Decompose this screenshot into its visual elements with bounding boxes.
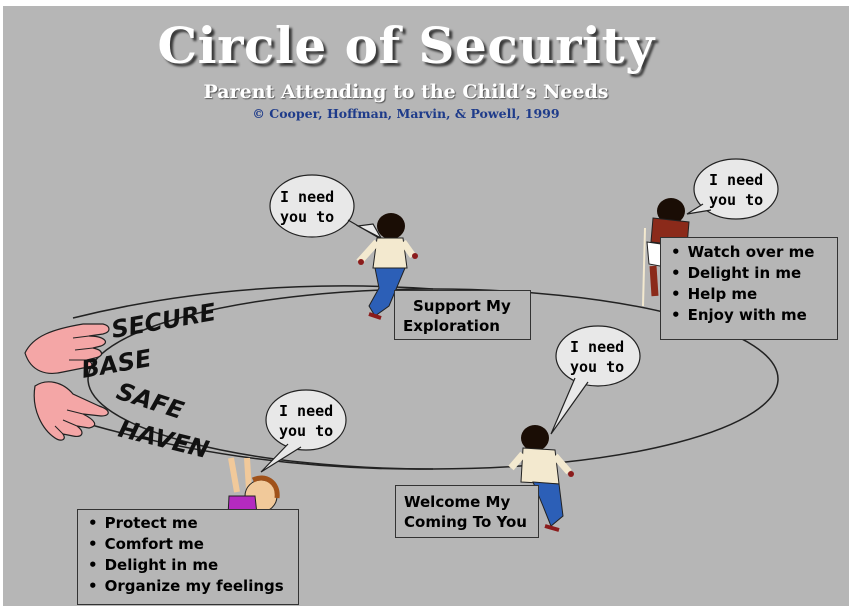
support-box-line: Exploration <box>403 317 500 335</box>
bubble-text-top-right: I need you to <box>709 170 763 210</box>
returning-child-figure <box>508 425 574 532</box>
bubble-line: you to <box>570 358 625 376</box>
support-box-line: Support My <box>413 297 511 315</box>
bubble-line: you to <box>279 422 334 440</box>
welcome-box-line: Welcome My <box>404 493 511 511</box>
bubble-top-left <box>269 174 383 240</box>
bubble-line: I need <box>570 338 625 356</box>
comfort-needs-box: •Protect me •Comfort me •Delight in me •… <box>77 509 299 605</box>
upper-hand-icon <box>24 323 110 374</box>
support-exploration-box: Support My Exploration <box>394 290 531 340</box>
diagram-art: SECURE BASE SAFE HAVEN <box>24 158 779 574</box>
bubble-text-middle-right: I need you to <box>570 337 624 377</box>
welcome-coming-box: Welcome My Coming To You <box>395 485 539 538</box>
lower-hand-icon <box>33 381 109 441</box>
bubble-line: I need <box>709 171 764 189</box>
copyright-credit: © Cooper, Hoffman, Marvin, & Powell, 199… <box>252 106 560 121</box>
bubble-bottom-left <box>260 389 347 473</box>
bubble-line: you to <box>280 208 335 226</box>
list-item: •Help me <box>671 285 758 303</box>
bubble-line: I need <box>279 402 334 420</box>
slide: SECURE BASE SAFE HAVEN <box>3 6 849 606</box>
list-item: •Delight in me <box>671 264 802 282</box>
exploration-needs-box: •Watch over me •Delight in me •Help me •… <box>660 237 838 340</box>
bubble-line: I need <box>280 188 335 206</box>
secure-label: SECURE <box>109 298 219 344</box>
list-item: •Delight in me <box>88 556 219 574</box>
list-item: •Protect me <box>88 514 198 532</box>
exploring-child-figure <box>356 213 418 320</box>
bubble-middle-right <box>550 325 641 435</box>
list-item: •Watch over me <box>671 243 815 261</box>
page-title: Circle of Security <box>157 16 655 75</box>
list-item: •Comfort me <box>88 535 204 553</box>
bubble-line: you to <box>709 191 764 209</box>
list-item: •Enjoy with me <box>671 306 807 324</box>
bubble-text-bottom-left: I need you to <box>279 401 333 441</box>
safe-haven-arc <box>87 423 434 470</box>
welcome-box-line: Coming To You <box>404 513 527 531</box>
haven-label: HAVEN <box>116 415 212 464</box>
bubble-top-right <box>686 158 779 220</box>
bubble-text-top-left: I need you to <box>280 187 334 227</box>
list-item: •Organize my feelings <box>88 577 284 595</box>
page-subtitle: Parent Attending to the Child’s Needs <box>203 81 609 103</box>
